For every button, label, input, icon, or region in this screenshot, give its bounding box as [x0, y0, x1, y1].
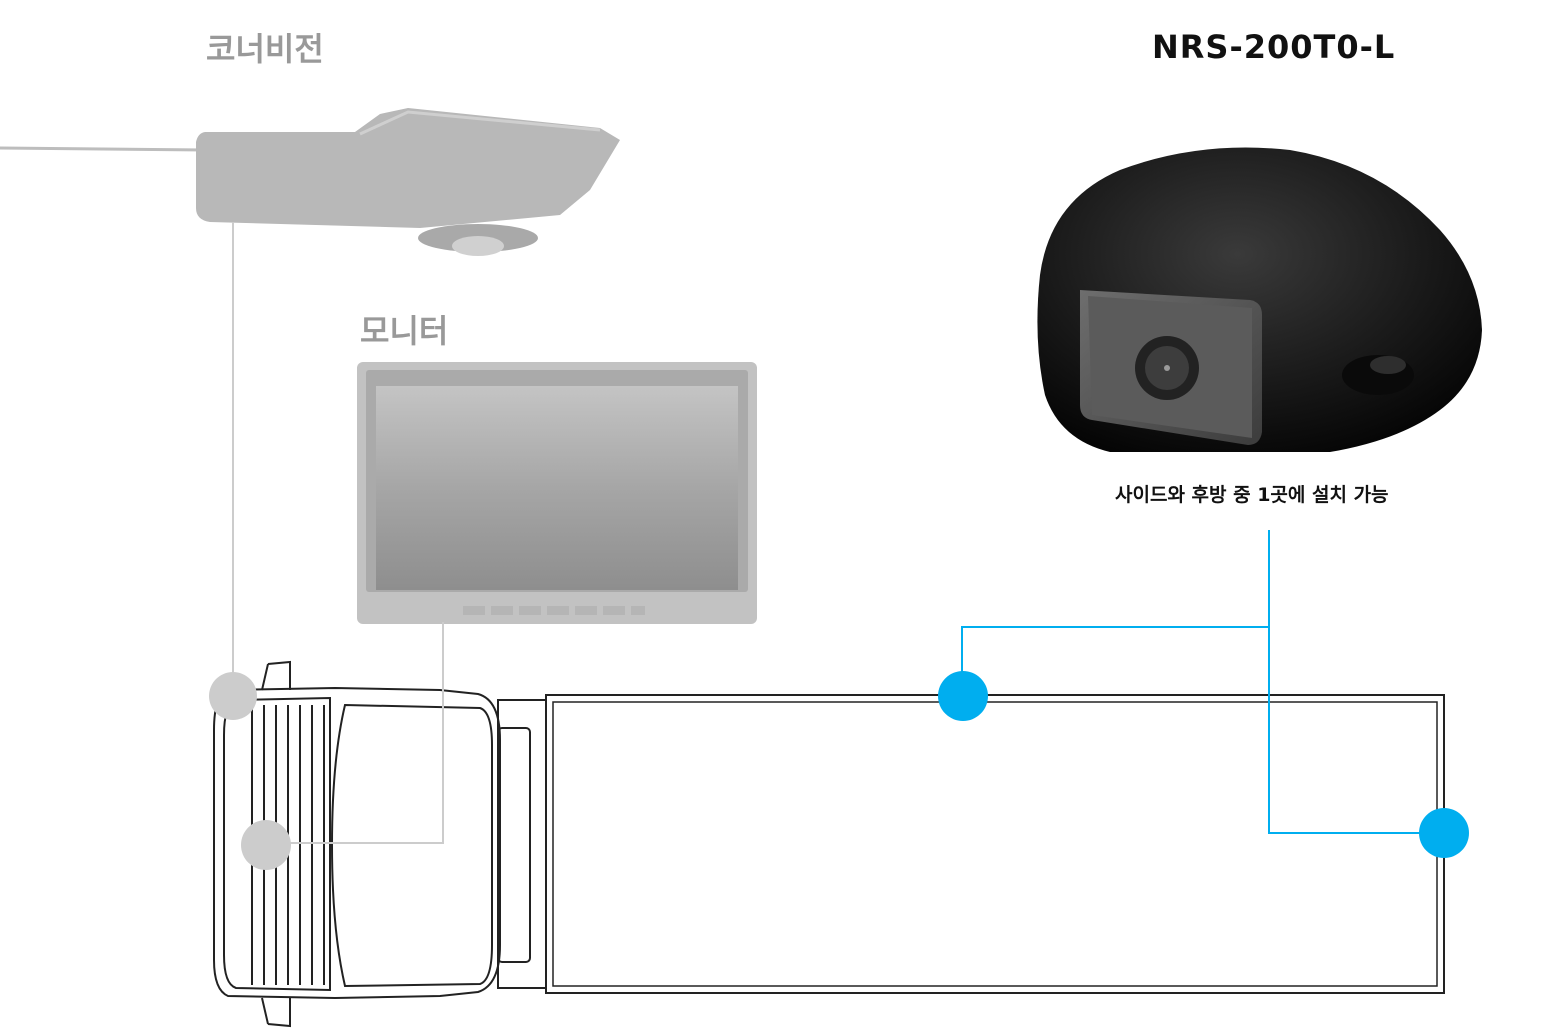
- corner-camera-marker: [209, 672, 257, 720]
- connection-lines: [232, 222, 1444, 844]
- rear-camera-marker: [1419, 808, 1469, 858]
- corner-camera-icon: [0, 108, 620, 256]
- monitor-line: [266, 622, 444, 844]
- install-note-label: 사이드와 후방 중 1곳에 설치 가능: [1115, 484, 1389, 506]
- side-camera-line: [961, 626, 1269, 694]
- monitor-marker: [241, 820, 291, 870]
- dome-camera-icon: [1037, 147, 1482, 452]
- monitor-label: 모니터: [360, 312, 449, 350]
- product-name-label: NRS-200T0-L: [1152, 28, 1396, 66]
- side-camera-marker: [938, 671, 988, 721]
- corner-vision-label: 코너비전: [206, 30, 324, 68]
- monitor-icon: [357, 362, 757, 624]
- rear-camera-line: [1268, 530, 1444, 834]
- monitor-button-row: [463, 606, 645, 615]
